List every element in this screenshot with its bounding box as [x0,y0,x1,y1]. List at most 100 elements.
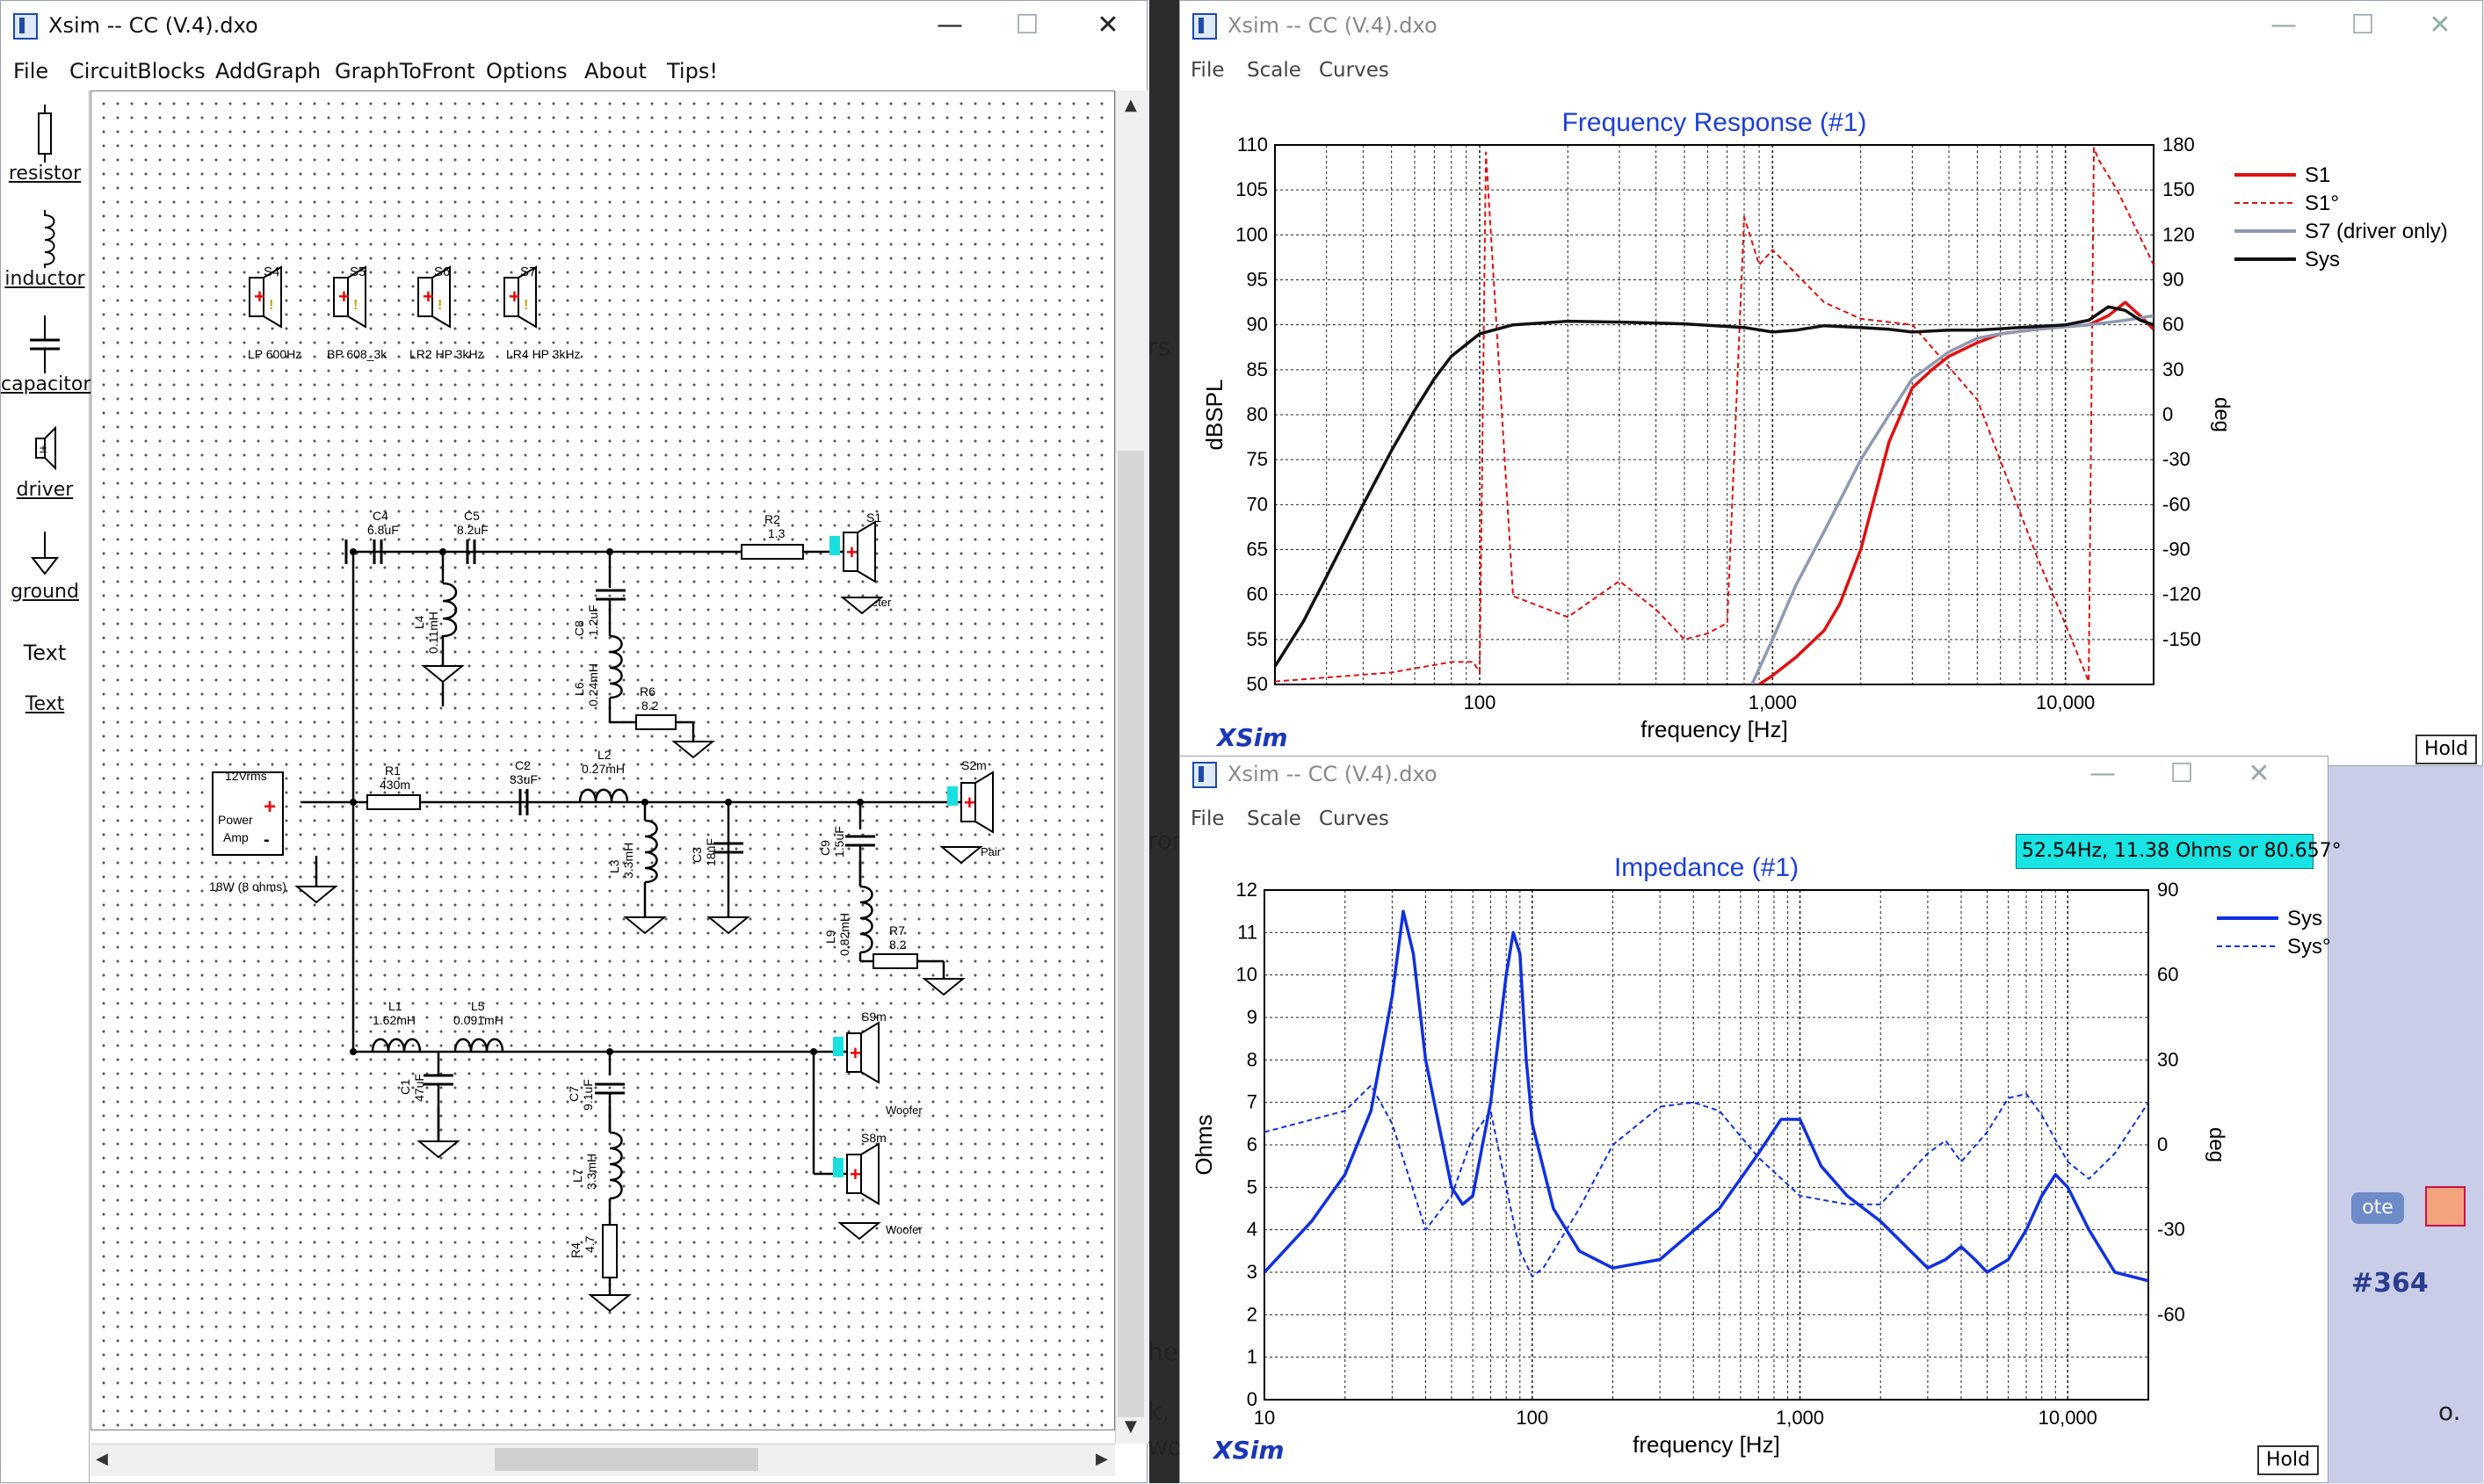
driver-s7[interactable]: +! [503,266,537,328]
power-amp[interactable]: + - [212,771,284,856]
r4-ref: R4 [568,1242,583,1258]
y-right-axis-label: deg [2210,397,2234,432]
horizontal-scrollbar[interactable]: ◀ ▶ [91,1444,1115,1476]
ground-r4[interactable] [590,1294,630,1312]
menu-scale[interactable]: Scale [1247,807,1301,830]
tool-capacitor[interactable]: capacitor [1,315,91,395]
tool-inductor[interactable]: inductor [1,210,89,290]
menu-tips[interactable]: Tips! [667,59,718,83]
inductor-l5[interactable] [453,1038,504,1053]
menu-file[interactable]: File [1191,59,1225,82]
vertical-scrollbar[interactable]: ▲ ▼ [1115,90,1148,1444]
capacitor-c2[interactable] [518,789,529,815]
capacitor-c3[interactable] [713,842,743,854]
driver-s4[interactable]: +! [249,266,282,328]
tool-resistor[interactable]: resistor [1,105,89,185]
resistor-r1[interactable] [366,794,421,810]
post-number[interactable]: #364 [2351,1268,2429,1299]
inductor-l6[interactable] [609,634,623,699]
menu-graphtofront[interactable]: GraphToFront [335,59,475,83]
c1-value: 47uF [412,1074,426,1102]
capacitor-c9[interactable] [845,835,875,847]
inductor-l7[interactable] [609,1131,623,1200]
ground-s2m[interactable] [941,846,981,864]
driver-s1[interactable]: + [829,521,876,583]
inductor-l2[interactable] [578,788,629,803]
capacitor-c7[interactable] [595,1082,625,1095]
scroll-up-icon[interactable]: ▲ [1125,96,1137,114]
menu-circuitblocks[interactable]: CircuitBlocks [69,59,206,83]
driver-s2m[interactable]: + [947,771,994,833]
tool-text[interactable]: Text [1,641,89,665]
horizontal-scroll-thumb[interactable] [495,1448,758,1471]
scroll-down-icon[interactable]: ▼ [1125,1417,1137,1436]
background-text-fragment: k, [1148,1397,1170,1426]
vote-icon[interactable] [2425,1186,2466,1227]
tool-driver[interactable]: ± driver [1,421,89,501]
driver-s5[interactable]: +! [333,266,366,328]
driver-icon: ± [35,425,56,471]
vertical-scroll-thumb[interactable] [1118,451,1144,1417]
minimize-button[interactable]: — [2089,758,2116,789]
ground-c1[interactable] [418,1140,459,1158]
maximize-button[interactable]: ☐ [1015,10,1039,40]
inductor-l9[interactable] [859,885,873,954]
l2-ref: L2 [597,748,612,762]
minimize-button[interactable]: — [2270,10,2297,40]
inductor-l4[interactable] [441,582,458,666]
menu-scale[interactable]: Scale [1247,59,1301,82]
capacitor-c4[interactable] [344,539,353,564]
driver-s9m[interactable]: + [833,1022,880,1083]
driver-s8m[interactable]: + [833,1143,880,1205]
resistor-r7[interactable] [873,953,918,969]
xsim-logo: XSim [1217,723,1288,752]
resistor-r4[interactable] [602,1224,618,1278]
schematic-canvas[interactable]: +! +! +! +! S4 S5 S6 S7 LP 600Hz BP 608_… [91,90,1115,1430]
driver-label: BP 608_3k [327,347,387,361]
scroll-left-icon[interactable]: ◀ [96,1450,108,1468]
menu-file[interactable]: File [13,59,49,83]
menu-addgraph[interactable]: AddGraph [215,59,322,83]
inductor-l3[interactable] [644,819,658,884]
hold-button[interactable]: Hold [2257,1445,2319,1475]
ground-amp[interactable] [296,886,337,903]
ground-s8m[interactable] [839,1222,880,1240]
close-button[interactable]: ✕ [2429,10,2451,40]
c8-value: 1.2uF [586,604,600,636]
capacitor-c1[interactable] [424,1074,453,1086]
menu-curves[interactable]: Curves [1319,59,1389,82]
ground-c3[interactable] [708,916,749,934]
minimize-button[interactable]: — [937,10,963,40]
y-right-tick-label: 0 [2162,403,2173,425]
capacitor-c8[interactable] [596,589,626,601]
series-line-s1- [1275,147,2154,683]
maximize-button[interactable]: ☐ [2169,758,2194,789]
resistor-r2[interactable] [741,544,804,560]
resistor-r6[interactable] [635,714,677,730]
s1-ref: S1 [866,510,881,525]
ground-r6[interactable] [673,741,713,758]
amp-name-1: Power [218,813,253,827]
inductor-l1[interactable] [371,1038,422,1053]
close-button[interactable]: ✕ [1097,10,1119,40]
ground-l4[interactable] [423,665,463,683]
tool-text-link[interactable]: Text [1,693,89,715]
title-bar: Xsim -- CC (V.4).dxo — ☐ ✕ [1180,1,2482,54]
capacitor-c4-symbol[interactable] [373,539,383,564]
hold-button[interactable]: Hold [2415,735,2477,764]
menu-file[interactable]: File [1191,807,1225,830]
menu-options[interactable]: Options [486,59,568,83]
menu-about[interactable]: About [584,59,647,83]
close-button[interactable]: ✕ [2248,758,2270,789]
vote-button[interactable]: ote [2351,1192,2404,1224]
y-right-tick-label: -120 [2162,583,2201,605]
tool-ground[interactable]: ground [1,528,89,603]
ground-r7[interactable] [923,978,964,995]
capacitor-c5[interactable] [466,539,476,564]
driver-s6[interactable]: +! [417,266,451,328]
ground-l3[interactable] [625,916,665,934]
menu-curves[interactable]: Curves [1319,807,1389,830]
scroll-right-icon[interactable]: ▶ [1096,1450,1108,1468]
maximize-button[interactable]: ☐ [2350,10,2375,40]
y-tick-label: 11 [1237,921,1257,943]
